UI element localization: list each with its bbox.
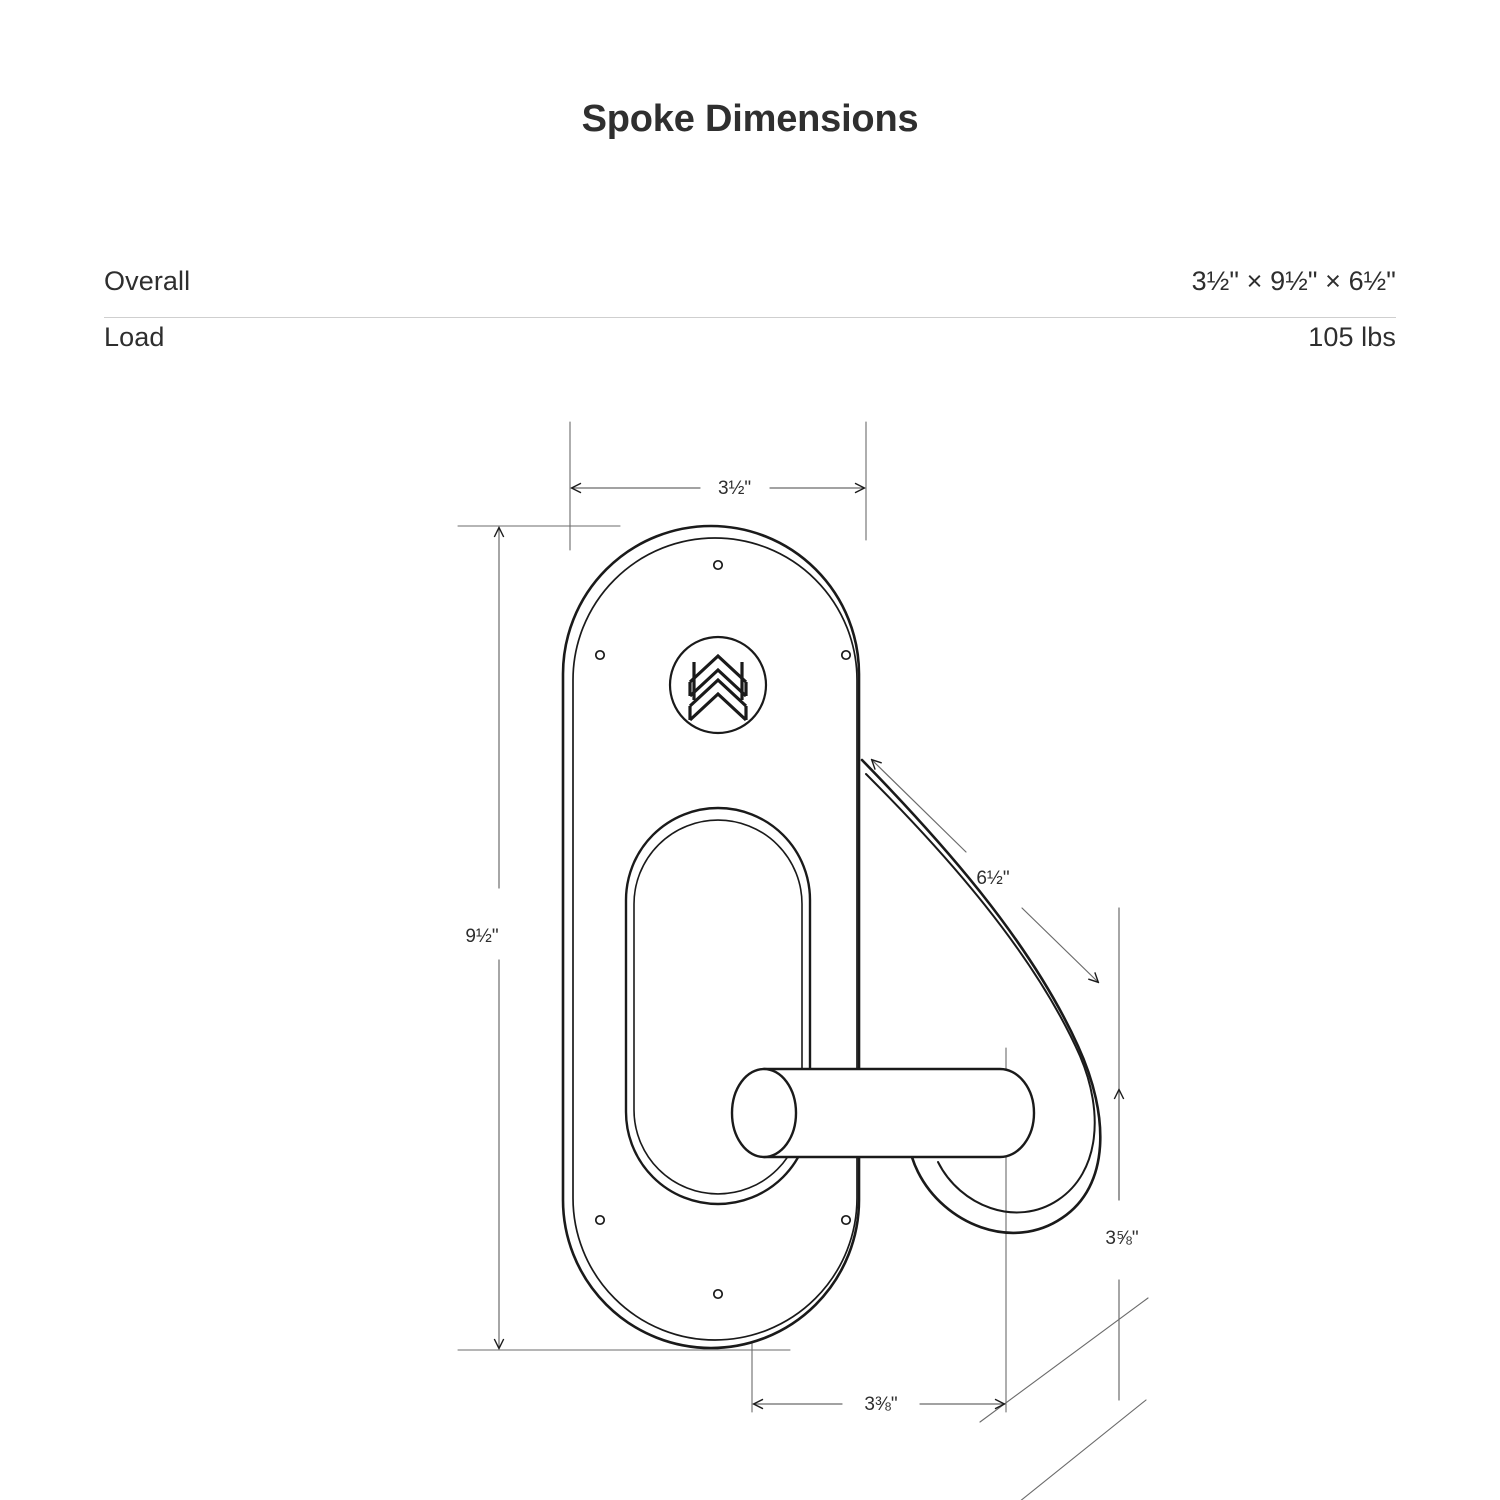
specifications-table: Overall 3½" × 9½" × 6½" Load 105 lbs <box>104 262 1396 374</box>
screw-holes <box>594 559 852 1300</box>
chevron-logo-mark <box>688 653 748 722</box>
peg-end-cap <box>730 1067 798 1159</box>
table-row: Overall 3½" × 9½" × 6½" <box>104 262 1396 318</box>
technical-drawing: 3½" 9½" 6½" <box>0 400 1500 1500</box>
screw-hole <box>712 1288 724 1300</box>
dimension-height-left: 9½" <box>465 528 499 1348</box>
screw-hole <box>840 1214 852 1226</box>
dimension-label-width-top: 3½" <box>718 478 751 499</box>
peg-rod <box>730 1067 1036 1159</box>
spec-label-overall: Overall <box>104 266 191 296</box>
logo-badge <box>668 635 768 735</box>
screw-hole <box>594 649 606 661</box>
dimension-width-top: 3½" <box>572 478 864 499</box>
hook-arm <box>860 758 1102 1235</box>
dimension-width-bottom: 3⅜" <box>754 1394 1004 1415</box>
dimension-drop-right: 3⅝" <box>1105 907 1139 1401</box>
table-row: Load 105 lbs <box>104 318 1396 374</box>
logo-badge-circle <box>668 635 768 735</box>
dimension-label-height-left: 9½" <box>465 926 498 947</box>
dimension-label-reach-diagonal: 6½" <box>976 868 1009 889</box>
spec-value-overall: 3½" × 9½" × 6½" <box>1191 266 1396 296</box>
spec-value-load: 105 lbs <box>1308 322 1396 352</box>
page-title: Spoke Dimensions <box>581 98 919 140</box>
screw-hole <box>712 559 724 571</box>
dimension-label-width-bottom: 3⅜" <box>864 1394 897 1415</box>
dimension-reach-diagonal: 6½" <box>872 760 1098 982</box>
spec-label-load: Load <box>104 322 165 352</box>
screw-hole <box>594 1214 606 1226</box>
dimension-label-drop-right: 3⅝" <box>1105 1228 1138 1249</box>
screw-hole <box>840 649 852 661</box>
